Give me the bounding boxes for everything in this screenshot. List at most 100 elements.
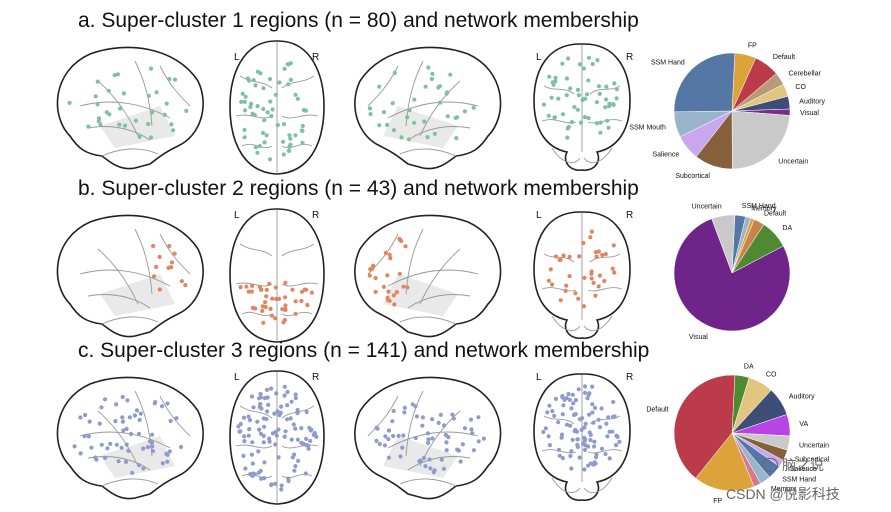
region-dot [267,439,272,444]
region-dot [436,85,441,90]
region-dot [454,136,459,141]
region-dot [426,437,431,442]
region-dot [136,431,142,436]
region-dot [603,451,608,457]
sulcus-line [281,75,315,89]
region-dot [430,71,435,76]
sulcus-line [134,390,153,457]
region-dot [305,302,310,308]
region-dot [437,100,443,105]
region-dot [556,447,562,452]
region-dot [582,467,587,472]
region-dot [420,423,425,428]
region-dot [590,402,595,407]
sulcus-line [281,114,319,119]
region-dot [252,112,257,118]
region-dot [122,123,128,128]
region-dot [398,238,403,243]
region-dot [87,419,92,424]
region-dot [105,446,110,451]
region-dot [569,120,575,125]
region-dot [285,403,290,408]
region-dot [430,417,435,422]
region-dot [386,428,392,433]
region-dot [251,405,256,410]
sulcus-line [589,253,621,263]
brain-outline [56,376,204,500]
region-dot [240,91,245,96]
region-dot [255,419,260,424]
region-dot [604,97,609,102]
region-dot [581,240,586,246]
region-dot [592,405,598,410]
region-dot [282,384,287,389]
region-dot [286,478,291,484]
pie-label: Default [646,406,668,413]
region-dot [431,470,436,475]
pie-label: Salience [652,152,679,159]
region-dot [257,144,262,149]
region-dot [607,101,612,106]
sulcus-line [235,444,273,449]
pie-label: SSM Hand [782,476,816,483]
watermark-line2: CSDN @悦影科技 [726,486,840,502]
region-dot [611,102,616,107]
sulcus-line [419,248,461,305]
brain-lateral-left [56,376,204,500]
region-dot [97,421,102,426]
region-dot [617,439,622,444]
region-dot [603,105,608,110]
sulcus-line [87,126,151,141]
region-dot [591,420,596,425]
region-dot [281,139,286,144]
region-dot [597,425,603,430]
region-dot [86,124,91,129]
region-dot [250,283,255,288]
region-dot [422,119,427,124]
region-dot [160,461,165,466]
cerebellum-shade [100,436,175,478]
region-dot [282,317,287,323]
region-dot [397,271,402,276]
region-dot [301,441,306,446]
region-dot [270,107,275,112]
region-dot [169,122,174,127]
sulcus-line [159,65,191,107]
region-dot [151,243,156,249]
region-dot [272,411,277,416]
region-dot [171,128,176,133]
region-dot [591,280,596,285]
pie-label: DA [782,225,792,232]
region-dot [595,58,600,63]
region-dot [164,101,169,106]
region-dot [423,464,428,469]
region-dot [289,399,294,404]
region-dot [398,454,403,459]
region-dot [381,110,386,115]
region-dot [242,127,247,132]
region-dot [267,76,273,82]
region-dot [146,93,151,98]
region-dot [401,433,406,438]
pie-label: Auditory [799,99,825,106]
region-dot [300,128,305,134]
region-dot [120,415,125,420]
region-dot [547,403,552,408]
region-dot [406,137,412,142]
region-dot [153,400,158,405]
sulcus-line [134,228,153,295]
region-dot [115,72,120,77]
region-dot [441,423,447,428]
label-right: R [626,52,634,63]
pie-label: Memory [751,205,777,212]
sulcus-line [583,315,613,332]
region-dot [592,444,597,449]
region-dot [241,453,246,458]
region-dot [285,417,290,422]
region-dot [275,123,280,128]
region-dot [604,84,609,89]
region-dot [545,410,550,415]
sulcus-line [387,431,479,449]
sulcus-line [407,294,471,309]
brain-lateral-left [56,46,204,170]
